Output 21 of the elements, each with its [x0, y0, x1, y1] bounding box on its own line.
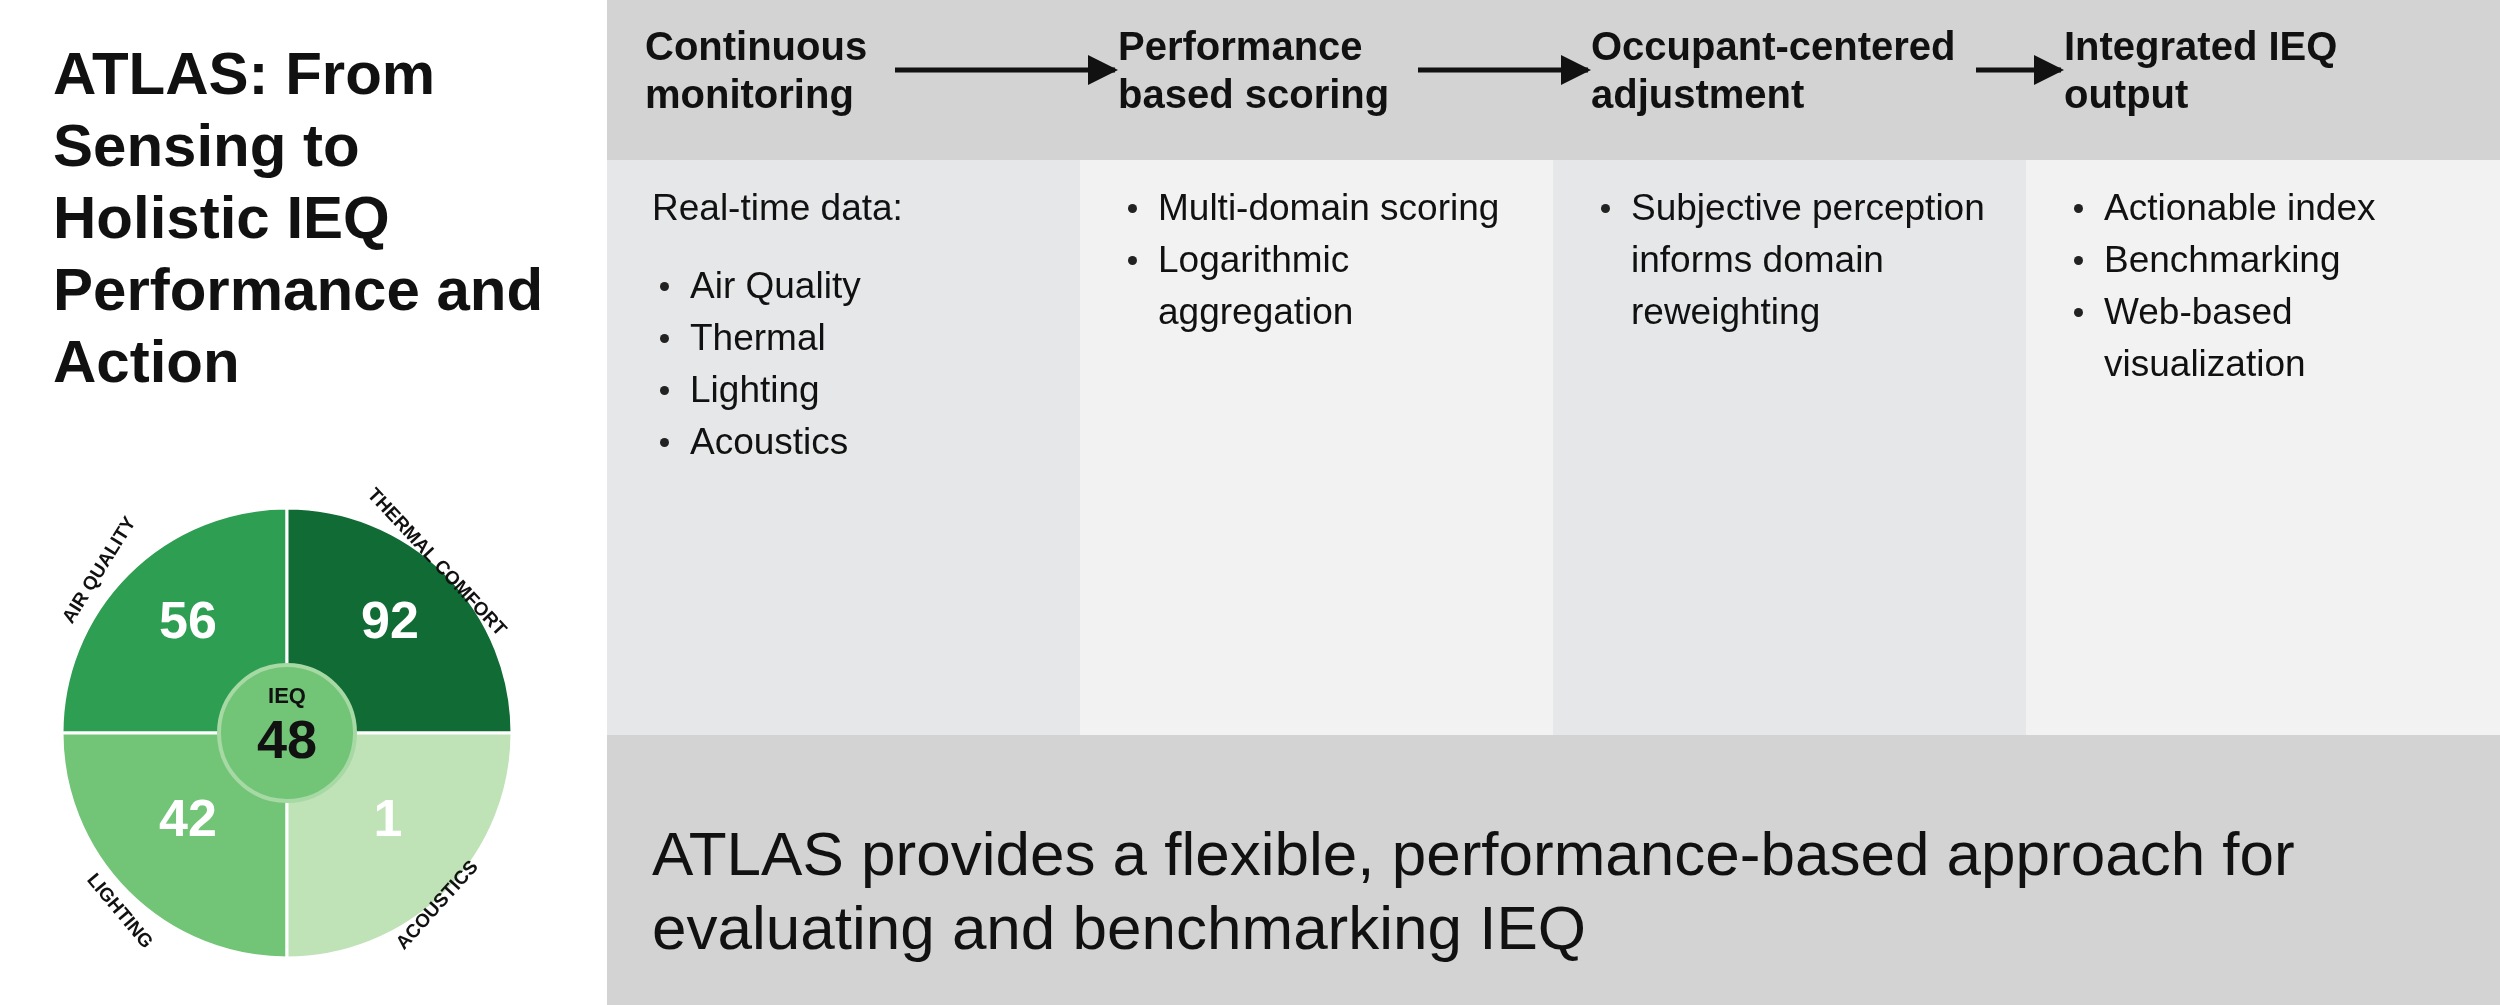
step-heading: Integrated IEQ output [2064, 22, 2394, 118]
bullet-text: Web-based visualization [2104, 291, 2306, 384]
diagram-title: ATLAS: From Sensing to Holistic IEQ Performance and Action [53, 39, 545, 397]
step-heading: Performance based scoring [1118, 22, 1418, 118]
bullet-text: Multi-domain scoring [1158, 187, 1500, 228]
bullet-text: Air Quality [690, 265, 861, 306]
step-heading: Occupant-centered adjustment [1591, 22, 1976, 118]
quadrant [607, 735, 2500, 1005]
step-heading: Continuous monitoring [645, 22, 895, 118]
intro-text: Real-time data: [652, 186, 904, 230]
arrow [895, 55, 1118, 85]
arrow [1976, 55, 2064, 85]
bullet-text: Acoustics [690, 421, 849, 462]
bullet-text: Logarithmic aggregation [1158, 239, 1354, 332]
bullet-text: Subjective perception informs domain reweighting [1631, 187, 1985, 332]
summary-text: ATLAS provides a flexible, performance-based approach for evaluating and benchmarking IEQ [652, 818, 2296, 964]
bullet-text: Benchmarking [2104, 239, 2341, 280]
bullet-text: Thermal [690, 317, 826, 358]
arrow [1418, 55, 1591, 85]
bullet-text: Actionable index [2104, 187, 2376, 228]
bullet-text: Lighting [690, 369, 820, 410]
